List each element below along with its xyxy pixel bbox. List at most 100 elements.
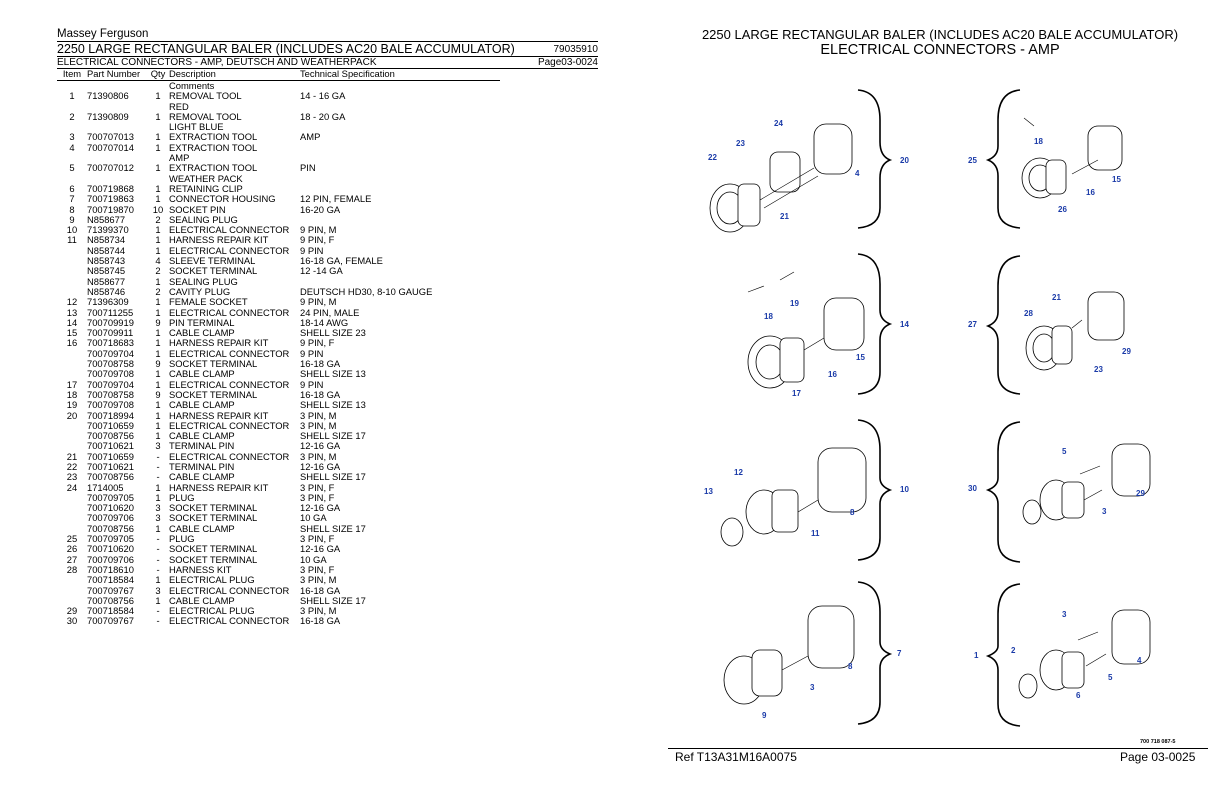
o-ring [720, 517, 744, 547]
callout-14: 14 [900, 320, 909, 329]
page-number: Page03-0024 [537, 57, 598, 68]
description: REMOVAL TOOL [169, 90, 242, 102]
callout-7: 7 [897, 649, 902, 658]
col-part-number: Part Number [87, 69, 147, 81]
item-number [57, 266, 87, 276]
quantity: 1 [155, 419, 161, 431]
quantity: 1 [155, 399, 161, 411]
tech-spec: 3 PIN, F [300, 563, 335, 575]
callout-5: 5 [1108, 673, 1113, 682]
diagram-subtitle: ELECTRICAL CONNECTORS - AMP [820, 42, 1060, 58]
callout-30: 30 [968, 484, 977, 493]
pin [747, 285, 765, 293]
quantity: - [156, 615, 160, 627]
item-number [57, 575, 87, 585]
part-number: 700708758 [87, 358, 134, 370]
quantity: - [156, 533, 160, 545]
callout-11: 11 [811, 529, 820, 538]
quantity: 1 [155, 182, 161, 194]
quantity: 1 [155, 234, 161, 246]
tech-spec: 12-16 GA [300, 460, 341, 472]
description: ELECTRICAL PLUG [169, 574, 255, 586]
callout-28: 28 [1024, 309, 1033, 318]
backshell [1111, 443, 1151, 497]
tech-spec: SHELL SIZE 17 [300, 522, 366, 534]
part-number: 700710620 [87, 543, 134, 555]
description: CABLE CLAMP [169, 368, 235, 380]
description: EXTRACTION TOOL [169, 162, 258, 174]
description: CAVITY PLUG [169, 285, 231, 297]
part-number: 700719863 [87, 193, 134, 205]
quantity: 1 [155, 224, 161, 236]
header-rule [57, 41, 598, 42]
backshell [1087, 125, 1123, 171]
callout-8: 8 [848, 662, 853, 671]
connector-shell [1061, 651, 1085, 689]
callout-15: 15 [856, 353, 865, 362]
quantity: 1 [155, 110, 161, 122]
tech-spec [300, 143, 500, 153]
tech-spec: 18-14 AWG [300, 316, 349, 328]
quantity: - [156, 460, 160, 472]
item-number: 15 [66, 327, 78, 339]
description: ELECTRICAL CONNECTOR [169, 306, 290, 318]
description: REMOVAL TOOL [169, 110, 242, 122]
part-number: 700709919 [87, 316, 134, 328]
part-number: 700709706 [87, 553, 134, 565]
item-number: 23 [66, 471, 78, 483]
quantity: - [156, 605, 160, 617]
item-number: 16 [66, 337, 78, 349]
pin [763, 175, 819, 209]
backshell [823, 297, 865, 351]
pin [759, 167, 815, 201]
tech-spec: 9 PIN, F [300, 337, 335, 349]
tech-spec: 16-20 GA [300, 203, 341, 215]
description: TERMINAL PIN [169, 460, 235, 472]
backshell [807, 605, 855, 669]
diagram-panel: 2250 LARGE RECTANGULAR BALER (INCLUDES A… [668, 0, 1224, 792]
pin [1085, 653, 1107, 667]
tech-spec [300, 174, 500, 184]
group-brace [857, 89, 893, 229]
group-brace [985, 421, 1021, 563]
quantity: 1 [155, 90, 161, 102]
quantity: 9 [155, 316, 161, 328]
item-number [57, 493, 87, 503]
o-ring [1022, 499, 1042, 525]
col-comments: Comments [169, 80, 215, 91]
callout-23: 23 [1094, 365, 1103, 374]
quantity: 1 [155, 337, 161, 349]
tech-spec: 12 PIN, FEMALE [300, 193, 372, 205]
quantity: 1 [155, 244, 161, 256]
callout-22: 22 [708, 153, 717, 162]
callout-8: 8 [850, 508, 855, 517]
description: SOCKET TERMINAL [169, 502, 258, 514]
tech-spec: 24 PIN, MALE [300, 306, 360, 318]
callout-15: 15 [1112, 175, 1121, 184]
tech-spec: 9 PIN [300, 244, 324, 256]
callout-10: 10 [900, 485, 909, 494]
item-number: 11 [67, 234, 77, 246]
tech-spec: 3 PIN, M [300, 419, 337, 431]
part-number: 700718584 [87, 605, 134, 617]
tech-spec: 3 PIN, M [300, 605, 337, 617]
description: EXTRACTION TOOL [169, 131, 258, 143]
tech-spec: 3 PIN, F [300, 533, 335, 545]
tech-spec: SHELL SIZE 23 [300, 327, 366, 339]
tech-spec: 16-18 GA [300, 615, 341, 627]
pin [779, 271, 795, 281]
quantity: 1 [155, 275, 161, 287]
quantity: 9 [155, 358, 161, 370]
